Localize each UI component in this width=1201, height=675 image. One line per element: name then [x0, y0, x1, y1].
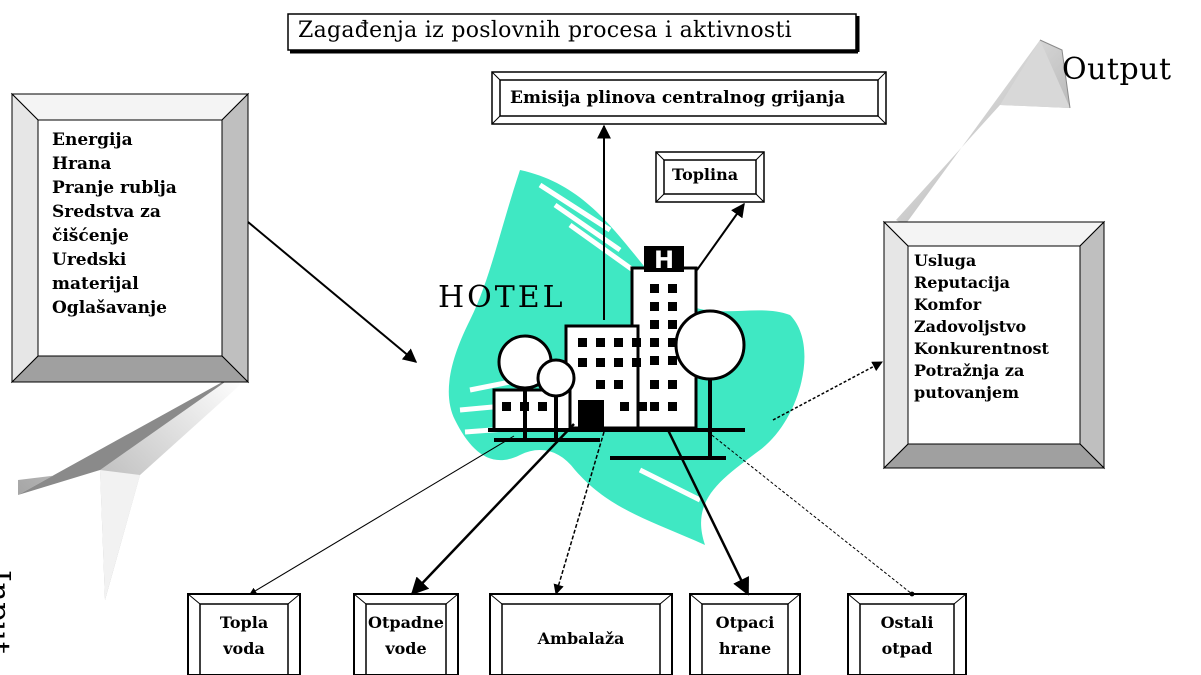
arrow-input-to-hotel — [247, 221, 418, 363]
hotel-building-icon: H — [488, 246, 746, 460]
output-beam-shape — [896, 39, 1071, 225]
diagram-title: Zagađenja iz poslovnih procesa i aktivno… — [298, 18, 792, 43]
output-item: putovanjem — [914, 383, 1020, 402]
input-item: Pranje rublja — [52, 178, 177, 198]
waste-box-ostali-otpad: Ostali otpad — [860, 610, 954, 662]
input-box-frame — [10, 92, 250, 384]
input-item: materijal — [52, 274, 139, 294]
output-item: Konkurentnost — [914, 339, 1049, 358]
arrow-hotel-to-output — [772, 361, 883, 421]
input-label: Input — [0, 570, 16, 655]
waste-box-line: Ambalaža — [537, 629, 625, 648]
arrow-to-ostali-otpad — [707, 431, 915, 597]
input-list: Energija Hrana Pranje rublja Sredstva za… — [52, 128, 177, 320]
waste-box-line: Otpadne — [368, 613, 444, 632]
input-item: Oglašavanje — [52, 298, 167, 318]
input-beam-shape — [18, 375, 240, 600]
hotel-sign-letter: H — [654, 246, 674, 274]
heat-box-frame — [655, 151, 765, 203]
input-item: Uredski — [52, 250, 127, 270]
output-item: Potražnja za — [914, 361, 1025, 380]
input-item: Hrana — [52, 154, 112, 174]
output-box-frame — [882, 220, 1106, 470]
waste-box-topla-voda: Topla voda — [200, 610, 288, 662]
output-item: Zadovoljstvo — [914, 317, 1027, 336]
waste-box-line: hrane — [718, 639, 772, 658]
waste-box-otpaci-hrane: Otpaci hrane — [702, 610, 788, 662]
emission-box-frame — [491, 71, 887, 125]
flow-arrows — [247, 124, 915, 597]
waste-box-line: Topla — [219, 613, 269, 632]
hotel-label: HOTEL — [438, 280, 566, 315]
arrow-to-topla-voda — [249, 435, 515, 595]
emission-box-label: Emisija plinova centralnog grijanja — [510, 88, 846, 108]
waste-box-ambalaza: Ambalaža — [502, 626, 660, 652]
arrow-to-otpadne-vode — [410, 423, 575, 596]
output-item: Usluga — [914, 251, 977, 270]
arrow-hotel-to-heat — [696, 202, 745, 271]
title-box-frame — [287, 13, 860, 54]
output-item: Reputacija — [914, 273, 1011, 292]
input-item: Energija — [52, 130, 133, 150]
waste-box-line: Ostali — [880, 613, 934, 632]
input-item: čišćenje — [52, 226, 129, 246]
waste-box-line: Otpaci — [715, 613, 775, 632]
arrow-to-otpaci-hrane — [666, 429, 750, 596]
arrow-to-ambalaza — [553, 431, 605, 596]
input-item: Sredstva za — [52, 202, 161, 222]
waste-box-otpadne-vode: Otpadne vode — [366, 610, 446, 662]
output-list: Usluga Reputacija Komfor Zadovoljstvo Ko… — [914, 250, 1049, 404]
waste-box-line: otpad — [881, 639, 933, 658]
output-label: Output — [1062, 52, 1172, 87]
waste-box-line: voda — [223, 639, 265, 658]
output-item: Komfor — [914, 295, 982, 314]
waste-box-line: vode — [385, 639, 427, 658]
heat-box-label: Toplina — [672, 165, 739, 184]
